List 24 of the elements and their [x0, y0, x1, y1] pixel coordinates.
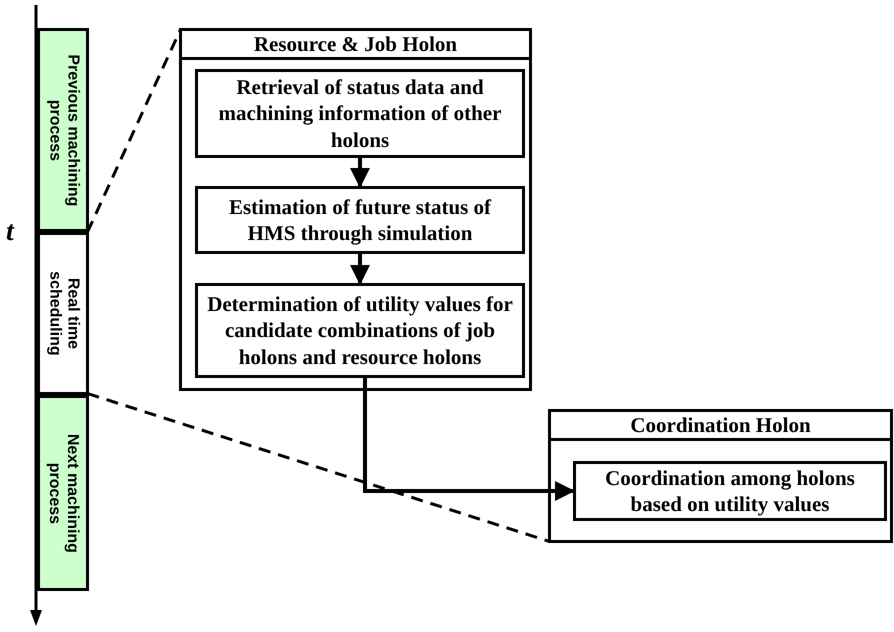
arrow — [350, 254, 370, 285]
holon-box — [548, 409, 893, 543]
holon-title: Resource & Job Holon — [254, 32, 458, 56]
process-text: Determination of utility values for candidate combinations of job holons and resource holons — [206, 291, 514, 370]
zoom-line — [87, 392, 550, 543]
timeline-segment — [37, 395, 89, 591]
time-symbol: t — [6, 216, 14, 248]
phase-label: Previous machining process — [45, 54, 82, 206]
phase-label: Real time scheduling — [45, 271, 82, 356]
process-text: Estimation of future status of HMS through simulation — [228, 194, 492, 246]
holon-box — [179, 28, 532, 391]
holon-title: Coordination Holon — [630, 413, 811, 437]
zoom-line — [86, 28, 182, 233]
process-box — [195, 283, 525, 378]
timeline-segment — [37, 232, 89, 395]
process-text: Coordination among holons based on utility values — [604, 464, 856, 518]
timeline-segment — [37, 28, 89, 232]
process-box — [573, 461, 887, 521]
arrow — [350, 158, 370, 188]
process-text: Retrieval of status data and machining information of other holons — [218, 74, 502, 153]
process-box — [195, 186, 525, 254]
arrow — [363, 378, 575, 501]
process-box — [195, 69, 525, 158]
phase-label: Next machining process — [45, 433, 82, 553]
